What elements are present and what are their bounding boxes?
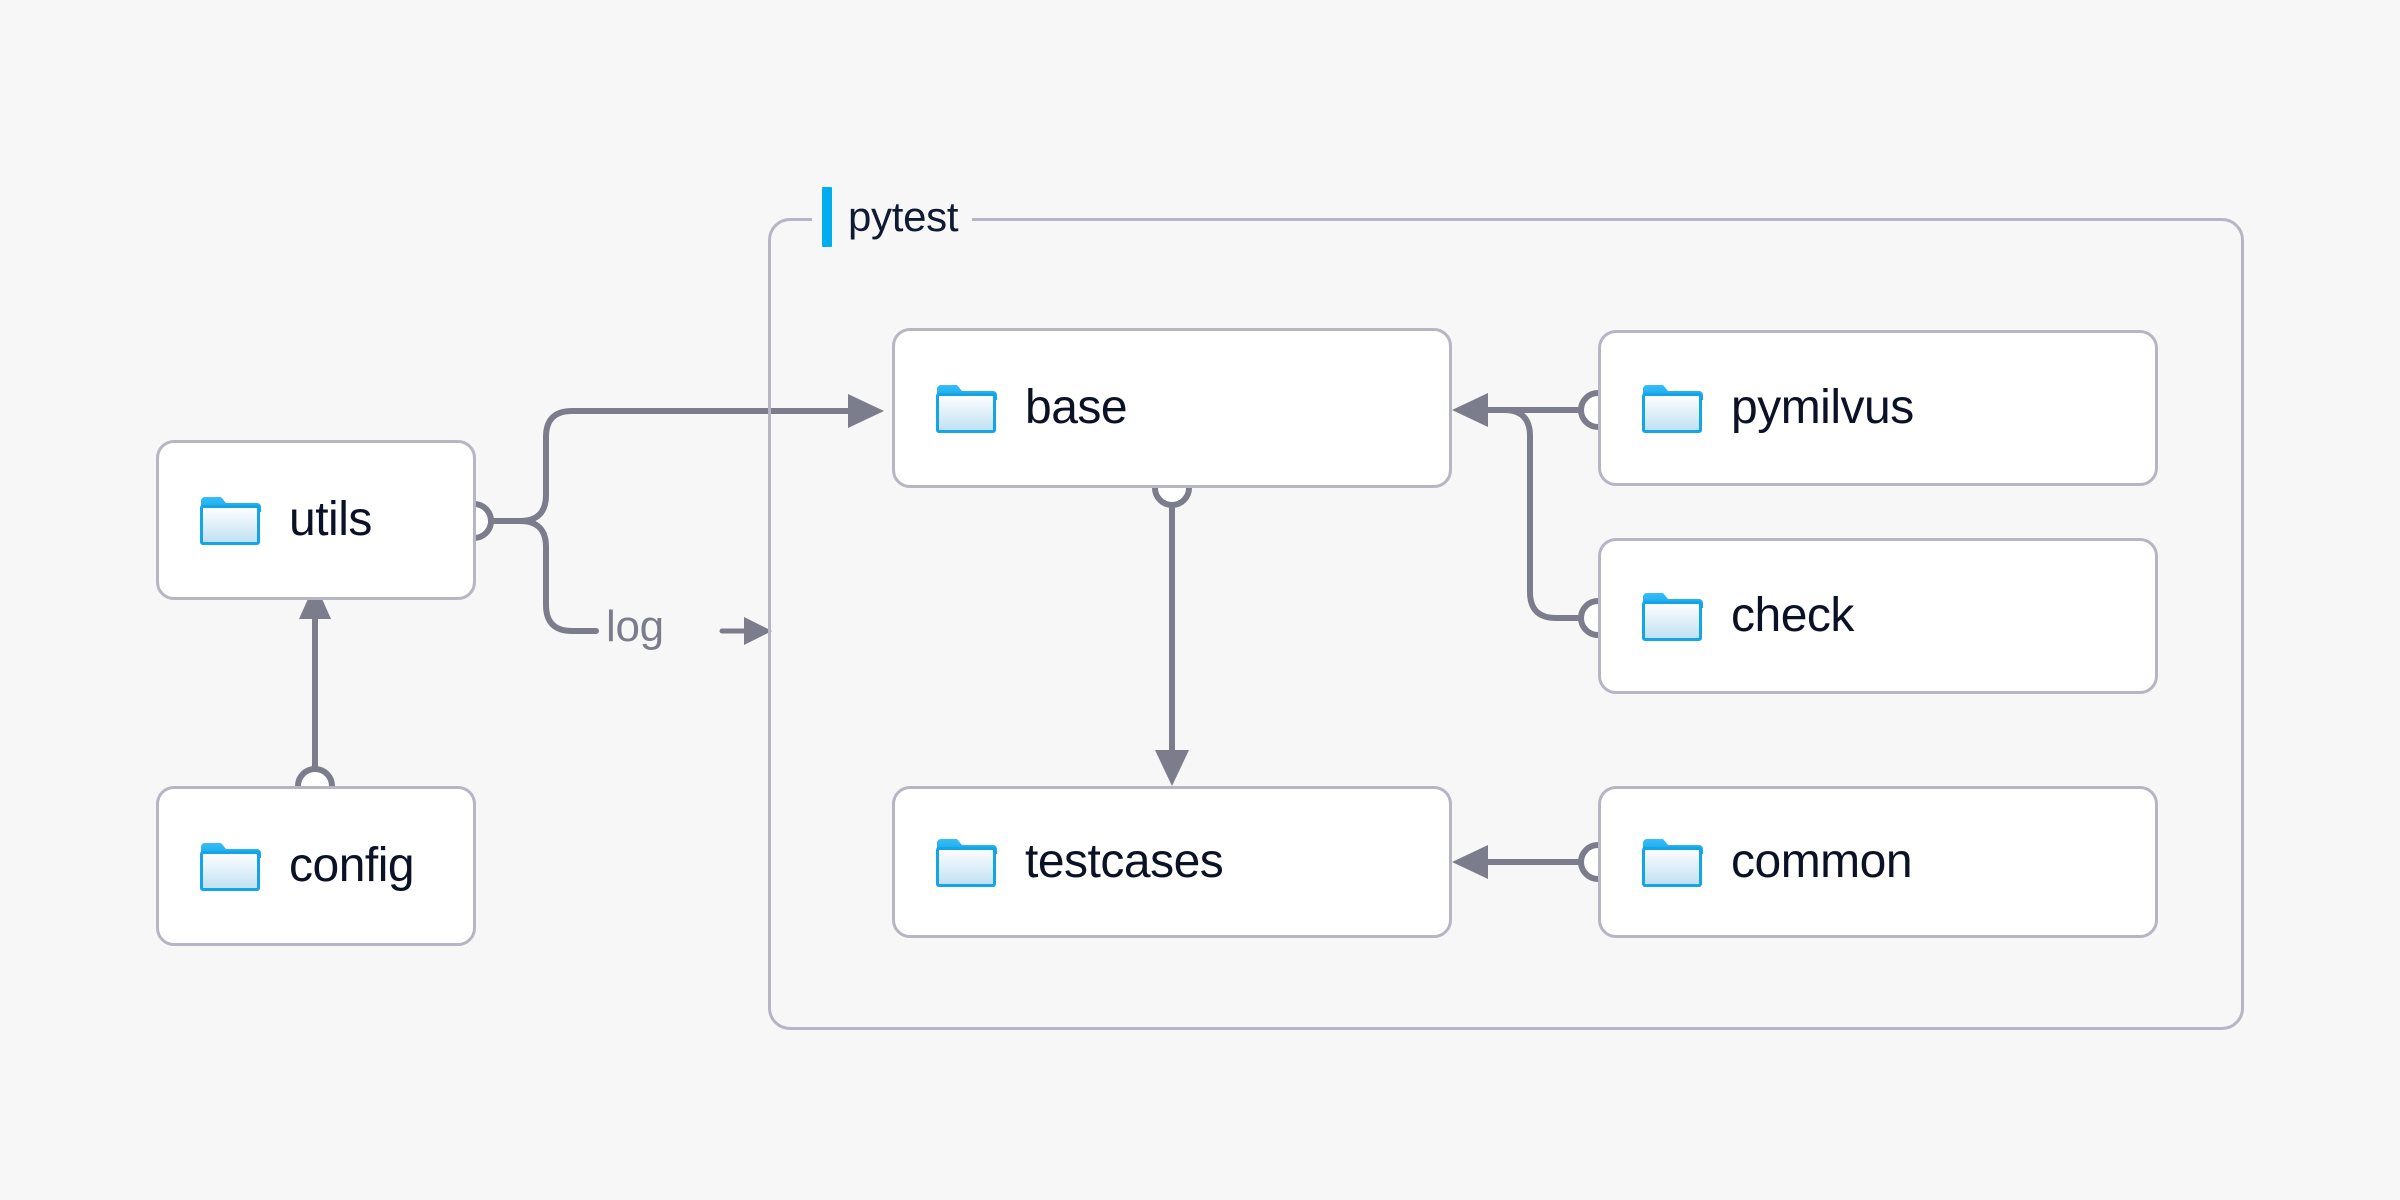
- folder-icon: [200, 497, 261, 545]
- group-accent-bar: [822, 187, 832, 247]
- folder-icon: [1642, 839, 1703, 887]
- node-utils[interactable]: utils: [156, 440, 476, 600]
- folder-icon: [936, 839, 997, 887]
- node-config-label: config: [289, 839, 415, 892]
- node-check-label: check: [1731, 589, 1854, 642]
- folder-icon: [936, 385, 997, 433]
- group-pytest-title: pytest: [812, 186, 973, 248]
- node-testcases-label: testcases: [1025, 835, 1224, 888]
- node-testcases[interactable]: testcases: [892, 786, 1452, 938]
- group-pytest: [768, 218, 2244, 1030]
- node-config[interactable]: config: [156, 786, 476, 946]
- edge-log-arrow: [719, 617, 772, 645]
- node-common[interactable]: common: [1598, 786, 2158, 938]
- group-title-label: pytest: [848, 193, 959, 240]
- folder-icon: [200, 843, 261, 891]
- folder-icon: [1642, 385, 1703, 433]
- node-pymilvus-label: pymilvus: [1731, 381, 1914, 434]
- folder-icon: [1642, 593, 1703, 641]
- node-pymilvus[interactable]: pymilvus: [1598, 330, 2158, 486]
- node-check[interactable]: check: [1598, 538, 2158, 694]
- edge-label-log: log: [606, 602, 664, 651]
- edge-config-to-utils: [295, 583, 335, 806]
- node-base-label: base: [1025, 381, 1128, 434]
- node-common-label: common: [1731, 835, 1913, 888]
- node-utils-label: utils: [289, 493, 372, 546]
- node-base[interactable]: base: [892, 328, 1452, 488]
- edge-utils-to-log: [454, 501, 599, 634]
